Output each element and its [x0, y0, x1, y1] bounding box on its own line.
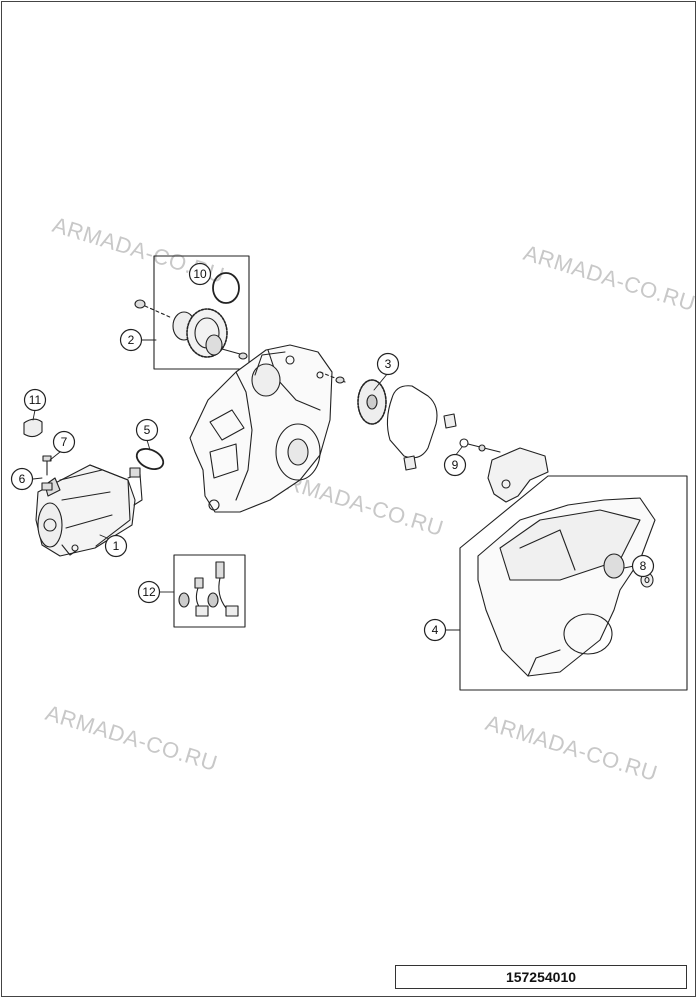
callout-4: 4 — [423, 618, 447, 642]
svg-text:1: 1 — [113, 539, 120, 553]
starter-motor-drawing — [35, 464, 143, 557]
ignition-cover-drawing — [477, 497, 656, 677]
svg-text:4: 4 — [432, 623, 439, 637]
svg-text:5: 5 — [144, 423, 151, 437]
washer-drawing — [644, 576, 650, 584]
svg-text:12: 12 — [142, 585, 156, 599]
pump-gear-drawing — [357, 379, 387, 425]
callout-7: 7 — [52, 430, 76, 454]
svg-text:2: 2 — [128, 333, 135, 347]
idler-gear-drawing — [134, 299, 248, 360]
callout-5: 5 — [135, 418, 159, 442]
svg-text:3: 3 — [385, 357, 392, 371]
ignition-cover-box — [459, 475, 688, 691]
o-ring-drawing — [135, 448, 165, 470]
svg-text:10: 10 — [193, 267, 207, 281]
brush-kit-box — [173, 554, 246, 628]
svg-text:9: 9 — [452, 458, 459, 472]
document-number: 157254010 — [395, 965, 687, 989]
o-ring-drawing — [212, 272, 240, 304]
gear-kit-box — [153, 255, 250, 370]
svg-text:11: 11 — [29, 393, 42, 407]
callout-11: 11 — [23, 388, 47, 412]
pump-cover-drawing — [501, 479, 511, 489]
screw-drawing — [459, 438, 501, 453]
callout-8: 8 — [631, 554, 655, 578]
svg-text:7: 7 — [61, 435, 68, 449]
pump-cover-drawing — [487, 447, 549, 503]
carbon-brush-drawing — [178, 561, 239, 617]
callout-6: 6 — [10, 467, 34, 491]
engine-case-drawing — [189, 344, 346, 513]
screw-drawing — [41, 455, 53, 491]
callout-2: 2 — [119, 328, 143, 352]
svg-text:8: 8 — [640, 559, 647, 573]
gasket-drawing — [386, 385, 438, 459]
dowel-pin-drawing — [403, 413, 457, 471]
callout-9: 9 — [443, 453, 467, 477]
callout-3: 3 — [376, 352, 400, 376]
callout-10: 10 — [188, 262, 212, 286]
callout-12: 12 — [137, 580, 161, 604]
cap-drawing — [23, 418, 43, 438]
callouts: 1 2 3 4 5 6 7 8 9 10 11 12 — [10, 262, 655, 642]
callout-1: 1 — [104, 534, 128, 558]
svg-text:6: 6 — [19, 472, 26, 486]
